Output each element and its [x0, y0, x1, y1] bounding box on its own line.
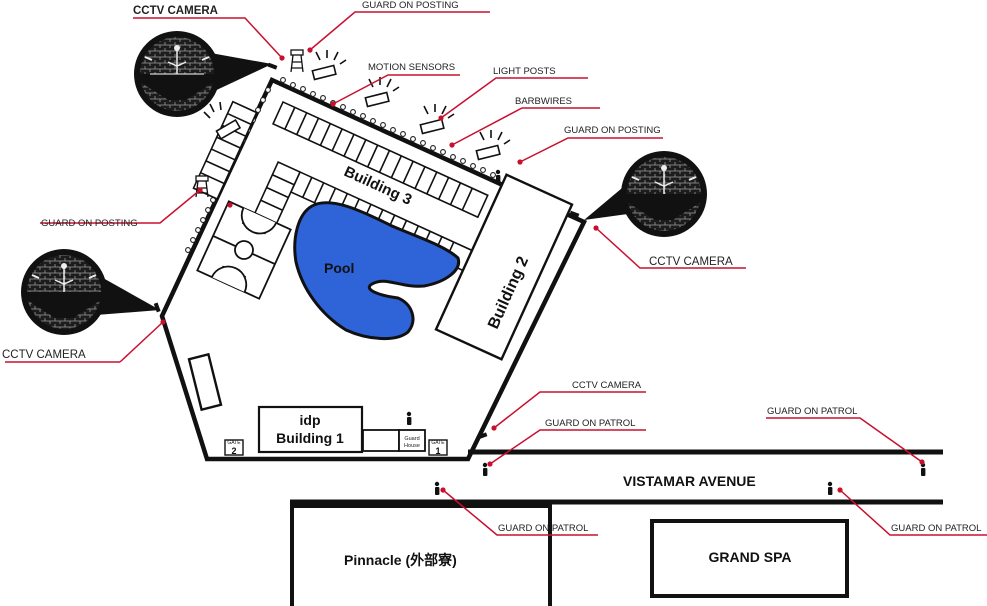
gate-1: GATE 1: [428, 439, 448, 456]
label-guard-patrol-far-right: GUARD ON PATROL: [767, 406, 857, 417]
guard-tower-icon: [290, 49, 304, 73]
cctv-camera-icon: [477, 432, 488, 440]
cctv-callout-left: [21, 249, 160, 335]
pinnacle-label: Pinnacle (外部寮): [344, 552, 457, 568]
label-cctv-top-left: CCTV CAMERA: [133, 5, 218, 17]
leader-lines: [5, 11, 987, 536]
building-1-label: Building 1: [276, 430, 344, 446]
pool: [293, 201, 461, 341]
label-guard-patrol-bottom-right: GUARD ON PATROL: [891, 523, 981, 534]
guard-person-icon: [482, 462, 488, 476]
road-label: VISTAMAR AVENUE: [623, 473, 756, 489]
guard-house-annex: [362, 429, 400, 452]
guard-person-icon: [406, 411, 412, 425]
label-guard-posting-left: GUARD ON POSTING: [41, 218, 138, 229]
building-1-idp: idp: [300, 412, 321, 428]
guard-person-icon: [434, 481, 440, 495]
label-cctv-gate: CCTV CAMERA: [572, 380, 642, 391]
label-guard-patrol-gate: GUARD ON PATROL: [545, 418, 635, 429]
building-1: idp Building 1: [257, 405, 364, 454]
guard-house: Guard House: [398, 429, 426, 452]
guard-person-icon: [495, 169, 501, 183]
label-barbwires: BARBWIRES: [515, 96, 572, 107]
label-guard-patrol-bottom-mid: GUARD ON PATROL: [498, 523, 588, 534]
label-cctv-right: CCTV CAMERA: [649, 256, 733, 268]
pinnacle-building: Pinnacle (外部寮): [290, 504, 552, 606]
light-post-icon: [419, 104, 455, 135]
leader-dots: [160, 47, 925, 493]
guard-house-line2: House: [404, 443, 420, 449]
label-cctv-left: CCTV CAMERA: [2, 349, 86, 361]
guard-person-icon: [920, 462, 926, 476]
pool-label: Pool: [324, 260, 354, 276]
guard-tower-icon: [195, 175, 209, 198]
cctv-camera-icon: [569, 210, 580, 218]
gate-1-number: 1: [435, 446, 440, 456]
light-post-icon: [203, 101, 242, 140]
label-light-posts: LIGHT POSTS: [493, 66, 556, 77]
guard-house-line1: Guard: [404, 436, 419, 442]
guard-person-icon: [827, 481, 833, 495]
grand-spa-building: GRAND SPA: [650, 519, 849, 598]
vistamar-avenue: [290, 449, 943, 505]
light-post-icon: [475, 130, 511, 161]
gate-2-number: 2: [231, 446, 236, 456]
cctv-callout-top-left: [134, 31, 272, 117]
gate-2-caption: GATE: [227, 440, 241, 446]
label-motion-sensors: MOTION SENSORS: [368, 62, 455, 73]
gate-2: GATE 2: [224, 439, 244, 456]
gate-1-caption: GATE: [431, 440, 445, 446]
storage-structure: [187, 352, 223, 412]
light-post-icon: [311, 50, 347, 81]
basketball-court-icon: [196, 200, 292, 300]
light-post-icon: [364, 77, 400, 108]
label-guard-posting-right: GUARD ON POSTING: [564, 125, 661, 136]
label-guard-posting-top: GUARD ON POSTING: [362, 0, 459, 11]
grand-spa-label: GRAND SPA: [709, 549, 792, 565]
cctv-callout-right: [584, 151, 707, 237]
